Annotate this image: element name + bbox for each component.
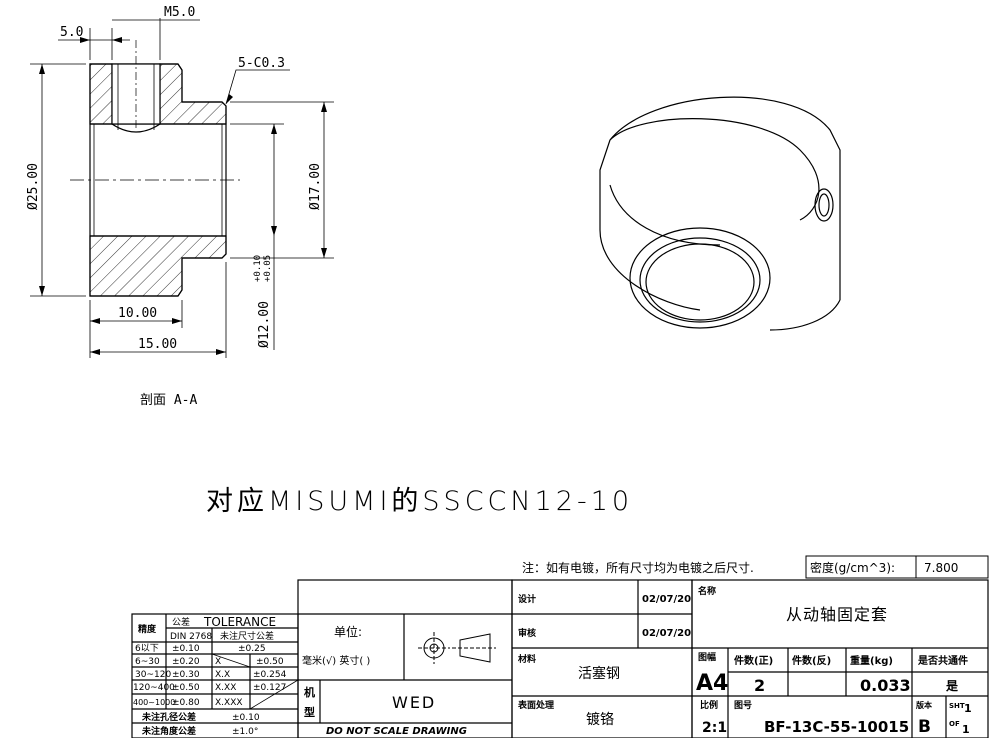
tol-range: 6~30 bbox=[135, 657, 160, 667]
dim-thread: M5.0 bbox=[164, 5, 195, 20]
tol-unspec: ±0.25 bbox=[238, 644, 266, 654]
rev-value: B bbox=[918, 717, 931, 737]
dim-bore-dia: Ø12.00 bbox=[257, 301, 272, 348]
hole-tol-value: ±0.10 bbox=[232, 713, 260, 723]
dimension-lines bbox=[30, 18, 334, 358]
tol-unspec: ±0.254 bbox=[253, 670, 287, 680]
dim-5-0: 5.0 bbox=[60, 25, 83, 40]
sht-value: 1 bbox=[964, 702, 972, 715]
dim-bore-tol-upper: +0.10 bbox=[253, 255, 263, 282]
tolerance-title: TOLERANCE bbox=[203, 615, 276, 629]
dim-len-total: 15.00 bbox=[138, 337, 177, 352]
tol-din: ±0.30 bbox=[172, 670, 200, 680]
tol-din: ±0.80 bbox=[172, 698, 200, 708]
scale-label: 比例 bbox=[700, 699, 718, 711]
review-date: 02/07/20 bbox=[642, 628, 691, 639]
units-options: 毫米(√) 英寸( ) bbox=[302, 654, 370, 667]
machine-label-1: 机 bbox=[304, 685, 315, 699]
size-value: A4 bbox=[696, 671, 728, 696]
qty-pos-label: 件数(正) bbox=[734, 654, 773, 667]
do-not-scale: DO NOT SCALE DRAWING bbox=[326, 726, 467, 737]
dim-len-short: 10.00 bbox=[118, 306, 157, 321]
tol-x: X.XX bbox=[215, 683, 236, 693]
drawing-no-value: BF-13C-55-10015 bbox=[764, 718, 909, 736]
name-value: 从动轴固定套 bbox=[786, 605, 888, 624]
tol-unspec: ±0.50 bbox=[256, 657, 284, 667]
common-value: 是 bbox=[945, 679, 959, 693]
of-label: OF bbox=[949, 720, 960, 728]
tol-x: X bbox=[215, 657, 221, 667]
din-label: DIN 2768 bbox=[170, 632, 212, 642]
tol-x: X.X bbox=[215, 670, 230, 680]
material-label: 材料 bbox=[517, 653, 536, 665]
tolerance-header: 公差 bbox=[172, 616, 190, 628]
of-value: 1 bbox=[962, 723, 970, 736]
surface-value: 镀铬 bbox=[586, 711, 614, 728]
tol-range: 120~400 bbox=[133, 683, 175, 693]
weight-value: 0.033 bbox=[860, 676, 911, 695]
section-hatch-upper-right bbox=[159, 63, 227, 125]
angle-tol-label: 未注角度公差 bbox=[141, 725, 196, 737]
accuracy-label: 精度 bbox=[138, 623, 157, 635]
section-hatch-lower bbox=[89, 235, 227, 297]
iso-threaded-hole bbox=[814, 188, 834, 222]
section-view bbox=[70, 40, 240, 297]
angle-tol-value: ±1.0° bbox=[232, 727, 258, 737]
tol-din: ±0.20 bbox=[172, 657, 200, 667]
section-outline bbox=[89, 63, 227, 297]
design-date: 02/07/20 bbox=[642, 594, 691, 605]
tol-x: X.XXX bbox=[215, 698, 243, 708]
machine-value: WED bbox=[392, 693, 436, 712]
section-hatch-upper bbox=[89, 63, 113, 125]
tol-range: 30~120 bbox=[135, 670, 171, 680]
material-value: 活塞钢 bbox=[578, 665, 620, 682]
projection-symbol bbox=[418, 632, 496, 664]
units-label: 单位: bbox=[334, 624, 362, 639]
qty-pos-value: 2 bbox=[754, 676, 765, 695]
common-label: 是否共通件 bbox=[917, 654, 968, 667]
plating-note: 注：如有电镀，所有尺寸均为电镀之后尺寸. bbox=[522, 560, 754, 575]
weight-label: 重量(kg) bbox=[850, 654, 893, 667]
review-label: 审核 bbox=[518, 627, 536, 639]
section-label: 剖面 A-A bbox=[140, 393, 197, 408]
arrowheads bbox=[39, 37, 327, 355]
size-label: 图幅 bbox=[698, 651, 716, 663]
dim-bore-tol-lower: +0.05 bbox=[263, 255, 273, 282]
density-label: 密度(g/cm^3): bbox=[810, 560, 895, 575]
name-label: 名称 bbox=[698, 585, 716, 597]
scale-value: 2:1 bbox=[702, 720, 727, 736]
sht-label: SHT bbox=[949, 702, 965, 710]
dim-chamfer: 5-C0.3 bbox=[238, 56, 285, 71]
tolerance-rows: 6以下 ±0.10 ±0.25 6~30 ±0.20 X ±0.50 30~12… bbox=[133, 644, 287, 708]
model-reference: 对应MISUMI的SSCCN12-10 bbox=[206, 486, 633, 517]
surface-label: 表面处理 bbox=[517, 699, 554, 711]
design-label: 设计 bbox=[518, 593, 536, 605]
qty-neg-label: 件数(反) bbox=[792, 654, 831, 667]
tol-din: ±0.10 bbox=[172, 644, 200, 654]
tol-din: ±0.50 bbox=[172, 683, 200, 693]
isometric-view bbox=[599, 96, 841, 331]
density-value: 7.800 bbox=[924, 561, 958, 575]
unspec-label: 未注尺寸公差 bbox=[220, 630, 274, 642]
tol-range: 6以下 bbox=[135, 644, 159, 654]
dim-outer-dia: Ø25.00 bbox=[26, 163, 41, 210]
hole-tol-label: 未注孔径公差 bbox=[141, 711, 196, 723]
rev-label: 版本 bbox=[915, 700, 932, 710]
machine-label-2: 型 bbox=[304, 705, 315, 719]
drawing-no-label: 图号 bbox=[734, 700, 752, 711]
tol-unspec: ±0.127 bbox=[253, 683, 286, 693]
title-block-frame bbox=[131, 579, 989, 738]
dim-inner-dia: Ø17.00 bbox=[308, 163, 323, 210]
tol-range: 400~1000 bbox=[133, 698, 175, 707]
